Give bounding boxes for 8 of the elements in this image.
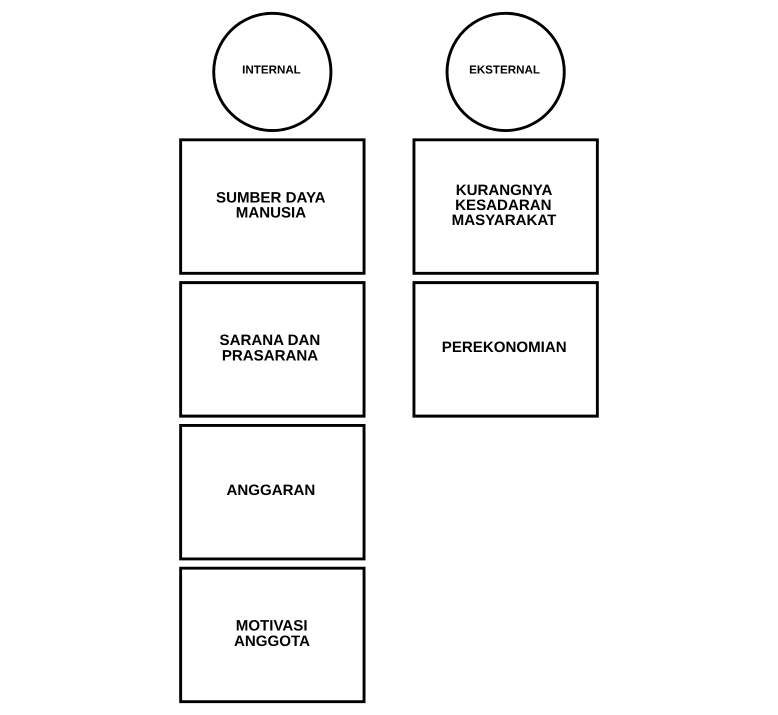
- node-box: MOTIVASI ANGGOTA: [179, 566, 366, 704]
- node-box: ANGGARAN: [179, 424, 366, 560]
- node-box: PEREKONOMIAN: [412, 281, 599, 418]
- node-box: SARANA DAN PRASARANA: [179, 281, 366, 418]
- node-box: KURANGNYA KESADARAN MASYARAKAT: [412, 138, 599, 275]
- node-circle: EKSTERNAL: [446, 12, 566, 132]
- node-box: SUMBER DAYA MANUSIA: [179, 138, 366, 275]
- node-circle: INTERNAL: [212, 12, 332, 132]
